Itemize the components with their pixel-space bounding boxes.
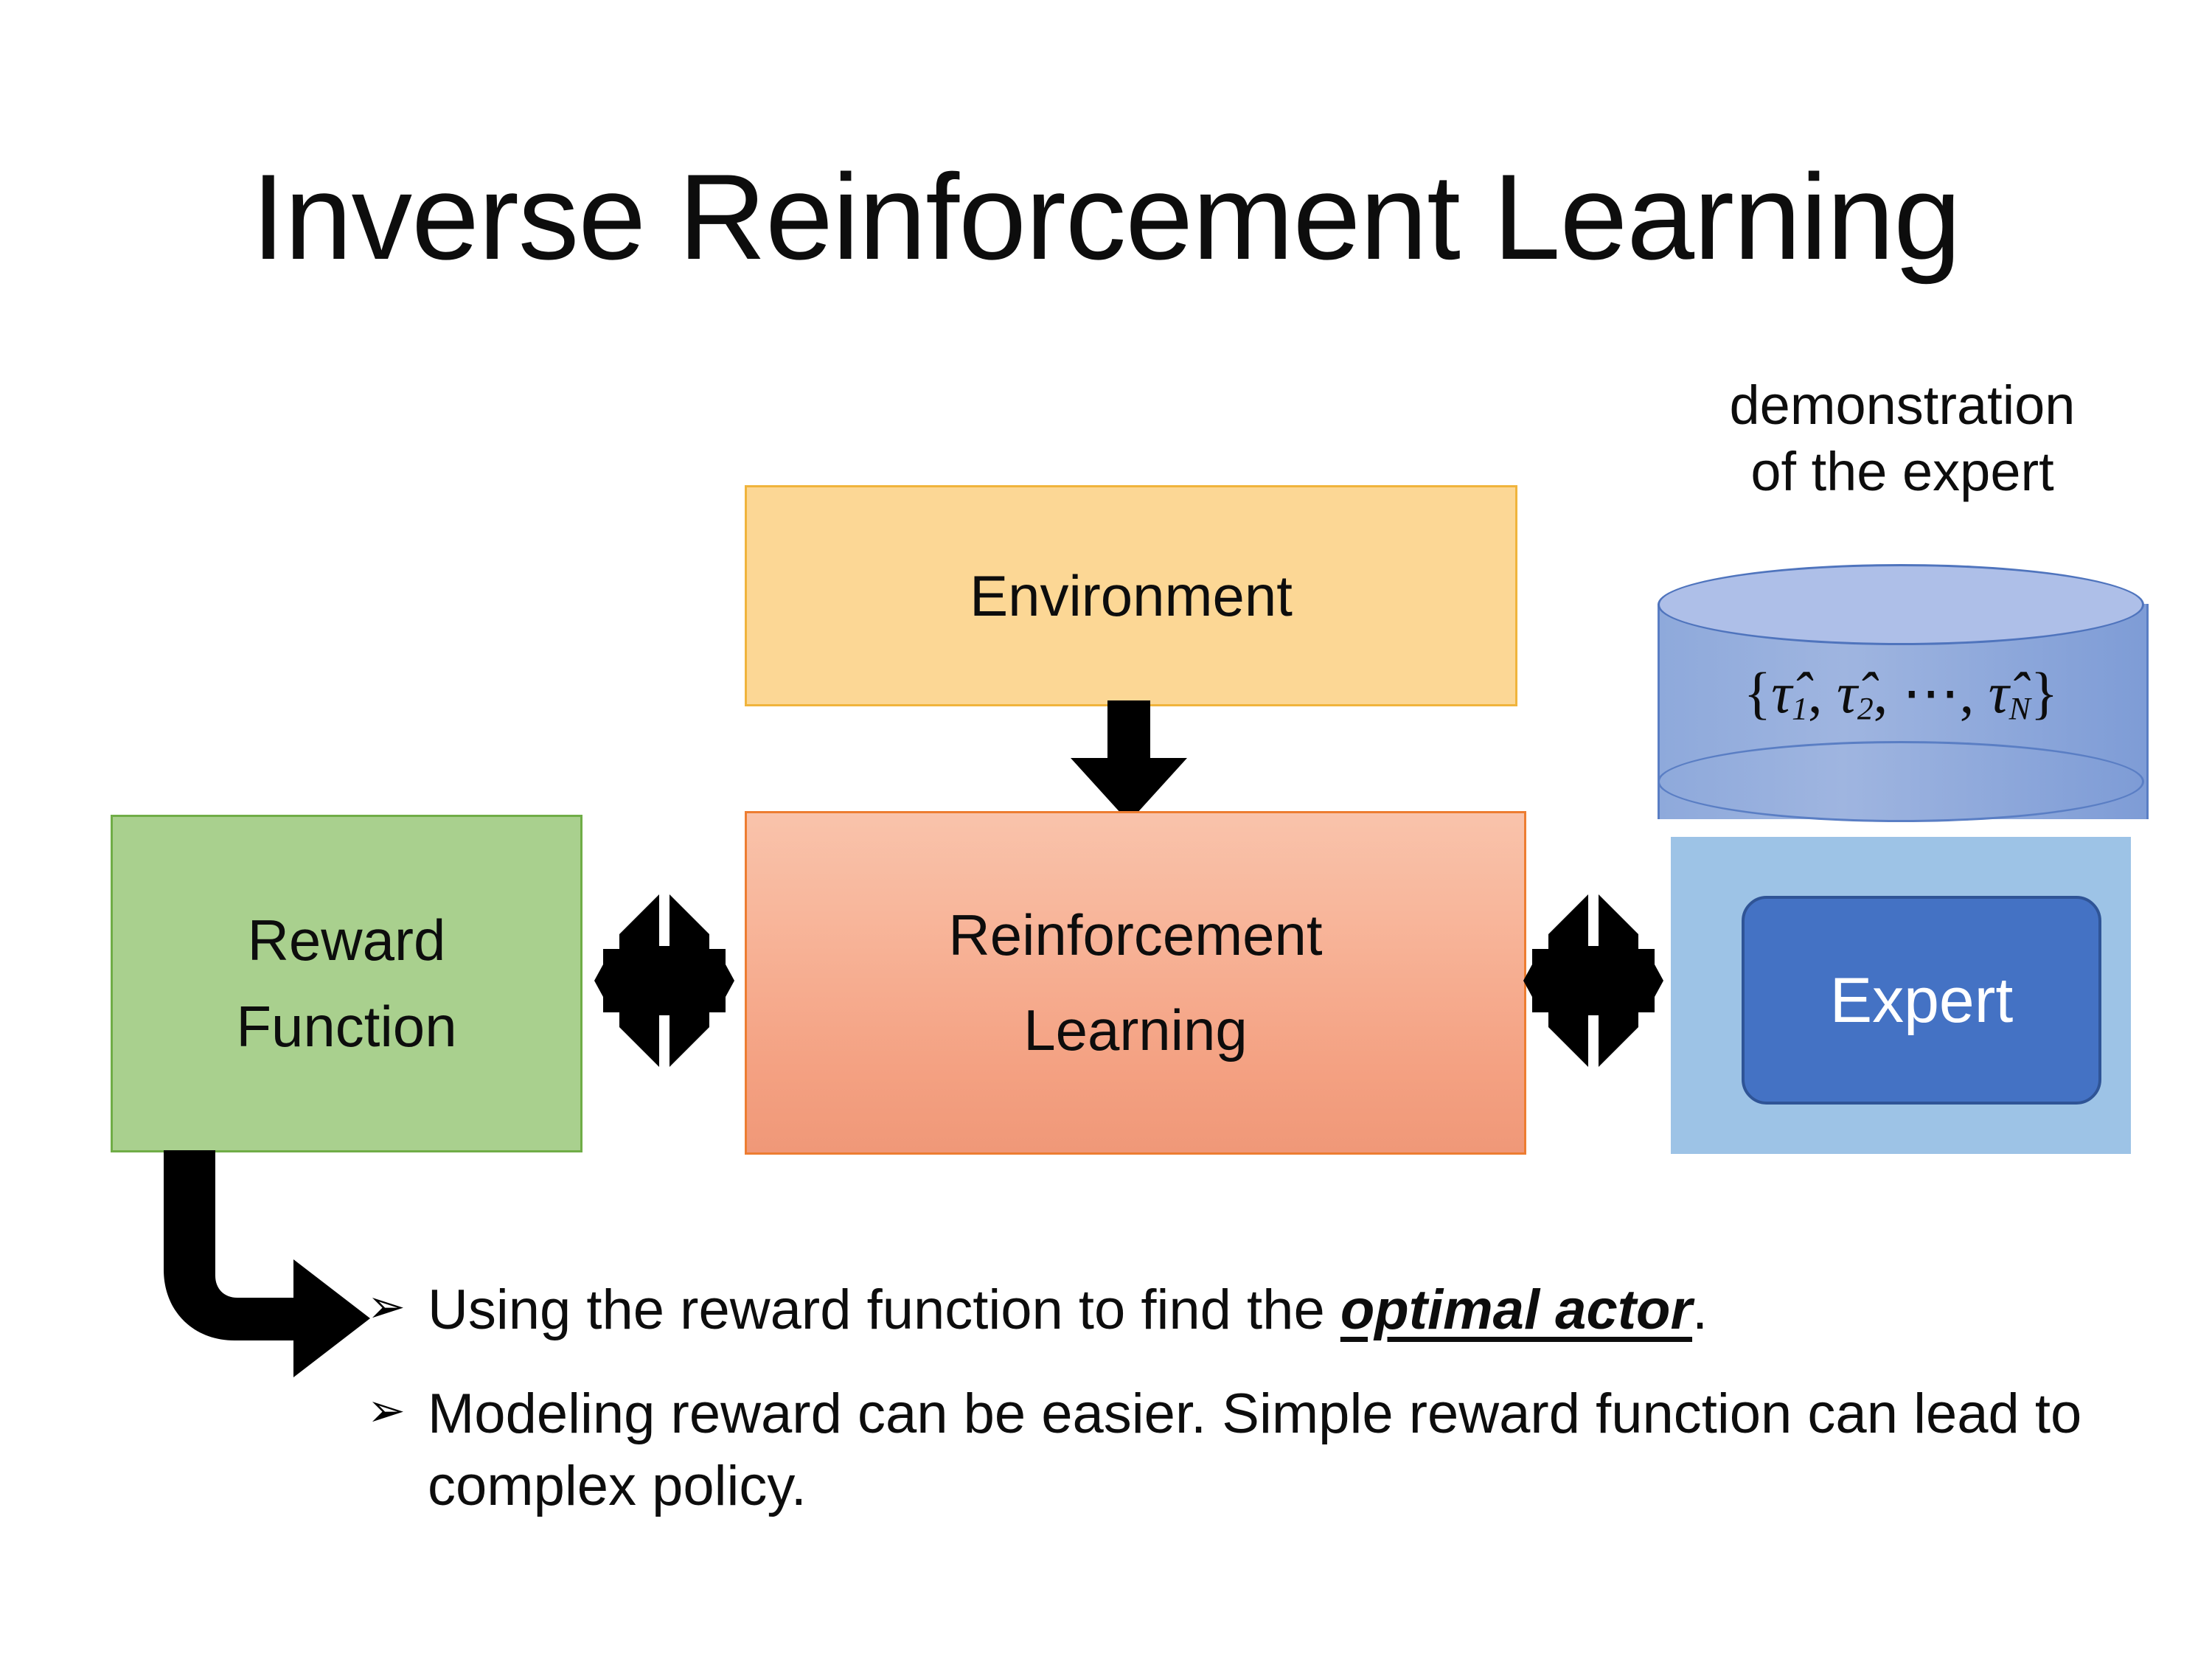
demonstration-caption-line1: demonstration	[1729, 375, 2076, 436]
reinforcement-learning-box-label: Reinforcement Learning	[948, 888, 1322, 1077]
reward-function-box[interactable]: Reward Function	[111, 815, 582, 1152]
expert-button-label: Expert	[1829, 964, 2014, 1036]
bullet-text-after: .	[1692, 1279, 1708, 1341]
reward-label-line1: Reward	[247, 908, 446, 973]
ellipsis: ⋯	[1902, 661, 1960, 725]
comma-3: ,	[1959, 661, 1975, 725]
comma-2: ,	[1873, 661, 1888, 725]
demonstration-cylinder[interactable]: {τ̂1, τ̂2, ⋯, τ̂N}	[1658, 564, 2149, 859]
tau-n: τ̂	[1988, 661, 2009, 725]
bullet-text: Using the reward function to find the op…	[428, 1274, 2100, 1346]
reward-function-box-label: Reward Function	[236, 897, 456, 1070]
tau-n-sub: N	[2008, 691, 2031, 727]
rl-label-line1: Reinforcement	[948, 902, 1323, 968]
bullet-emphasis: optimal actor	[1340, 1279, 1693, 1341]
elbow-arrow-icon	[164, 1150, 370, 1394]
bullet-marker-icon: ➢	[367, 1281, 406, 1332]
environment-box[interactable]: Environment	[745, 485, 1517, 706]
quad-arrow-icon-right	[1523, 888, 1663, 1073]
page-title: Inverse Reinforcement Learning	[251, 149, 1961, 285]
cylinder-top-ellipse	[1658, 564, 2144, 645]
rl-label-line2: Learning	[1023, 998, 1248, 1062]
list-item: ➢ Using the reward function to find the …	[367, 1274, 2100, 1346]
tau-2: τ̂	[1836, 661, 1857, 725]
demonstration-caption: demonstration of the expert	[1644, 372, 2160, 506]
tau-2-sub: 2	[1857, 691, 1874, 727]
bullet-list: ➢ Using the reward function to find the …	[367, 1274, 2100, 1554]
bullet-text: Modeling reward can be easier. Simple re…	[428, 1382, 2082, 1517]
cylinder-bottom-ellipse	[1658, 741, 2144, 822]
trajectory-set-label: {τ̂1, τ̂2, ⋯, τ̂N}	[1658, 660, 2144, 728]
bullet-marker-icon: ➢	[367, 1385, 406, 1437]
reward-label-line2: Function	[236, 994, 457, 1059]
comma-1: ,	[1807, 661, 1823, 725]
brace-open: {	[1743, 661, 1772, 725]
demonstration-caption-line2: of the expert	[1750, 441, 2054, 503]
environment-box-label: Environment	[970, 563, 1293, 628]
tau-1-sub: 1	[1792, 691, 1808, 727]
quad-arrow-icon-left	[594, 888, 734, 1073]
expert-button[interactable]: Expert	[1742, 896, 2101, 1105]
reinforcement-learning-box[interactable]: Reinforcement Learning	[745, 811, 1526, 1155]
tau-1: τ̂	[1771, 661, 1792, 725]
bullet-text-before: Using the reward function to find the	[428, 1279, 1340, 1341]
list-item: ➢ Modeling reward can be easier. Simple …	[367, 1378, 2100, 1522]
brace-close: }	[2030, 661, 2059, 725]
down-arrow-icon	[1071, 700, 1187, 822]
